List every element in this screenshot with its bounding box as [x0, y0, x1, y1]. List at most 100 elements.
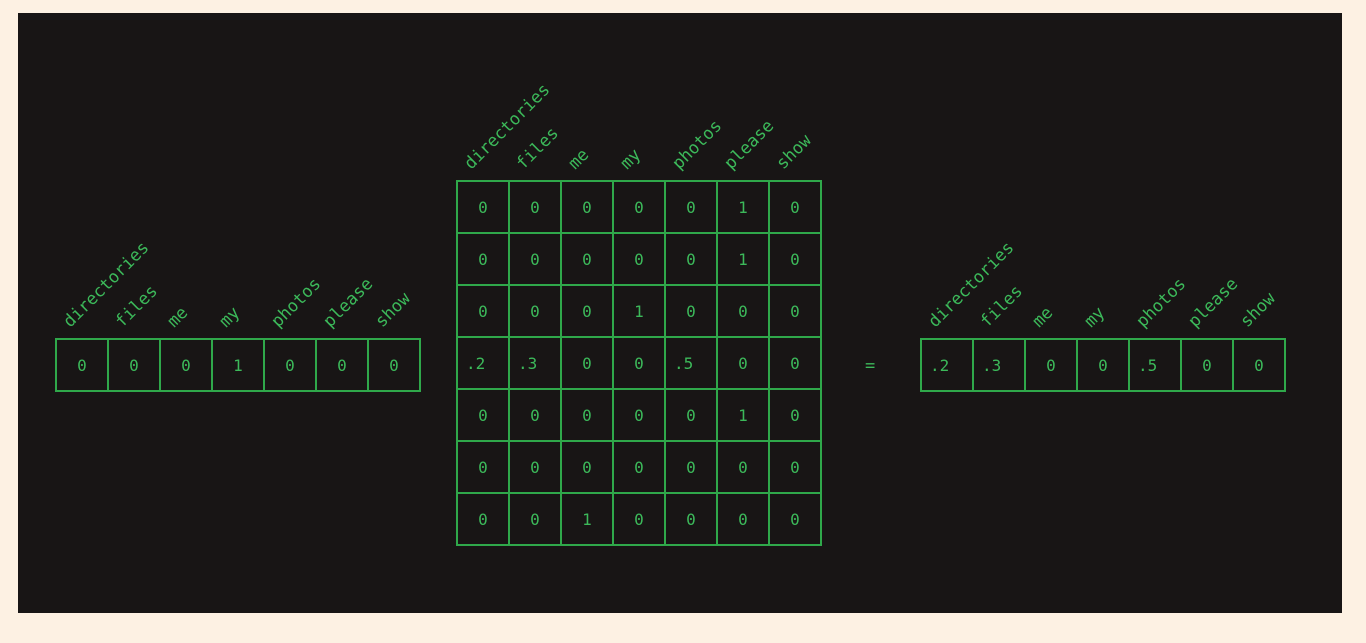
matrix-cell: 0	[510, 442, 562, 494]
matrix-cell-value: 0	[686, 457, 696, 477]
matrix-cell: 1	[614, 286, 666, 338]
input-vector-cell-value: 0	[77, 355, 87, 375]
matrix-cell: 0	[770, 338, 822, 390]
matrix-cell: 0	[510, 286, 562, 338]
matrix-cell: 0	[614, 182, 666, 234]
matrix-cell-value: 0	[790, 405, 800, 425]
matrix-label-files: files	[512, 123, 563, 174]
matrix-cell-value: 0	[790, 197, 800, 217]
matrix-cell-value: 0	[686, 197, 696, 217]
matrix-cell-value: 1	[738, 197, 748, 217]
matrix-cell: 0	[562, 442, 614, 494]
output-label-show: show	[1236, 288, 1280, 332]
matrix-cell-value: 0	[530, 509, 540, 529]
input-label-me: me	[163, 303, 193, 332]
matrix-cell: 0	[510, 390, 562, 442]
matrix-cell: 1	[718, 390, 770, 442]
matrix-cell-value: 0	[686, 405, 696, 425]
output-label-my: my	[1080, 303, 1110, 332]
matrix-cell-value: 0	[478, 457, 488, 477]
matrix-cell-value: 0	[634, 457, 644, 477]
matrix-cell-value: 0	[738, 509, 748, 529]
matrix-cell-value: 0	[530, 301, 540, 321]
output-vector-cell: 0	[1078, 340, 1130, 392]
matrix-cell-value: 0	[478, 301, 488, 321]
input-label-my: my	[215, 303, 245, 332]
matrix-cell: .3	[510, 338, 562, 390]
output-label-please: please	[1184, 274, 1243, 332]
matrix-cell-value: 0	[582, 249, 592, 269]
output-vector-cell: 0	[1026, 340, 1078, 392]
matrix-cell: .2	[458, 338, 510, 390]
matrix-cell: 0	[458, 494, 510, 546]
matrix-cell-value: 0	[738, 353, 748, 373]
matrix-cell-value: 1	[738, 249, 748, 269]
matrix-cell: 0	[614, 390, 666, 442]
input-vector-cell-value: 0	[181, 355, 191, 375]
matrix-cell-value: 0	[478, 405, 488, 425]
matrix-cell-value: 0	[790, 249, 800, 269]
input-vector-cell-value: 0	[285, 355, 295, 375]
matrix-cell-value: 0	[478, 249, 488, 269]
input-vector-cell-value: 0	[129, 355, 139, 375]
matrix-cell: 0	[718, 286, 770, 338]
output-vector-cell-value: 0	[1046, 355, 1056, 375]
matrix-cell: 0	[510, 182, 562, 234]
matrix-cell: 0	[770, 442, 822, 494]
matrix-cell: 0	[666, 286, 718, 338]
matrix-cell-value: 0	[582, 301, 592, 321]
matrix-label-me: me	[564, 145, 594, 174]
matrix-cell-value: 0	[634, 249, 644, 269]
matrix-cell-value: 0	[530, 405, 540, 425]
input-label-please: please	[319, 274, 378, 332]
input-vector-cell: 0	[265, 340, 317, 392]
matrix-cell: 0	[770, 234, 822, 286]
matrix-label-photos: photos	[668, 116, 727, 174]
input-vector-cell-value: 0	[389, 355, 399, 375]
matrix-cell-value: 0	[530, 249, 540, 269]
matrix-cell: 0	[666, 390, 718, 442]
matrix-cell: 0	[562, 286, 614, 338]
matrix-cell-value: 0	[634, 509, 644, 529]
matrix-cell: 0	[770, 390, 822, 442]
matrix-cell: .5	[666, 338, 718, 390]
output-vector-cell-value: .5	[1138, 355, 1158, 375]
matrix-cell: 0	[458, 390, 510, 442]
matrix-cell-value: 0	[686, 509, 696, 529]
matrix-cell-value: 0	[634, 353, 644, 373]
matrix-cell-value: 0	[634, 405, 644, 425]
matrix-cell: 0	[770, 286, 822, 338]
matrix-cell: 0	[562, 338, 614, 390]
input-vector-cell: 1	[213, 340, 265, 392]
matrix-cell-value: .5	[674, 353, 694, 373]
matrix-cell: 0	[614, 338, 666, 390]
matrix-cell: 0	[770, 182, 822, 234]
matrix-cell: 0	[458, 182, 510, 234]
input-label-photos: photos	[267, 274, 326, 332]
matrix-cell: 0	[718, 442, 770, 494]
matrix-cell: 0	[562, 182, 614, 234]
matrix-label-my: my	[616, 145, 646, 174]
output-vector-cell: .3	[974, 340, 1026, 392]
matrix-cell-value: 0	[530, 197, 540, 217]
matrix-cell-value: 0	[582, 197, 592, 217]
matrix-label-please: please	[720, 116, 779, 174]
matrix-cell: 0	[562, 234, 614, 286]
output-vector-cell-value: 0	[1098, 355, 1108, 375]
matrix-cell-value: 0	[790, 509, 800, 529]
matrix-cell: 0	[770, 494, 822, 546]
matrix-cell-value: 0	[790, 457, 800, 477]
matrix-cell: 0	[718, 338, 770, 390]
matrix-cell-value: 1	[634, 301, 644, 321]
matrix-cell: 0	[458, 286, 510, 338]
output-label-photos: photos	[1132, 274, 1191, 332]
output-vector-cell-value: .2	[930, 355, 950, 375]
matrix-cell: 0	[562, 390, 614, 442]
matrix-cell-value: 0	[582, 457, 592, 477]
matrix-cell-value: 0	[790, 301, 800, 321]
matrix-cell-value: 0	[686, 249, 696, 269]
input-vector-cell: 0	[317, 340, 369, 392]
